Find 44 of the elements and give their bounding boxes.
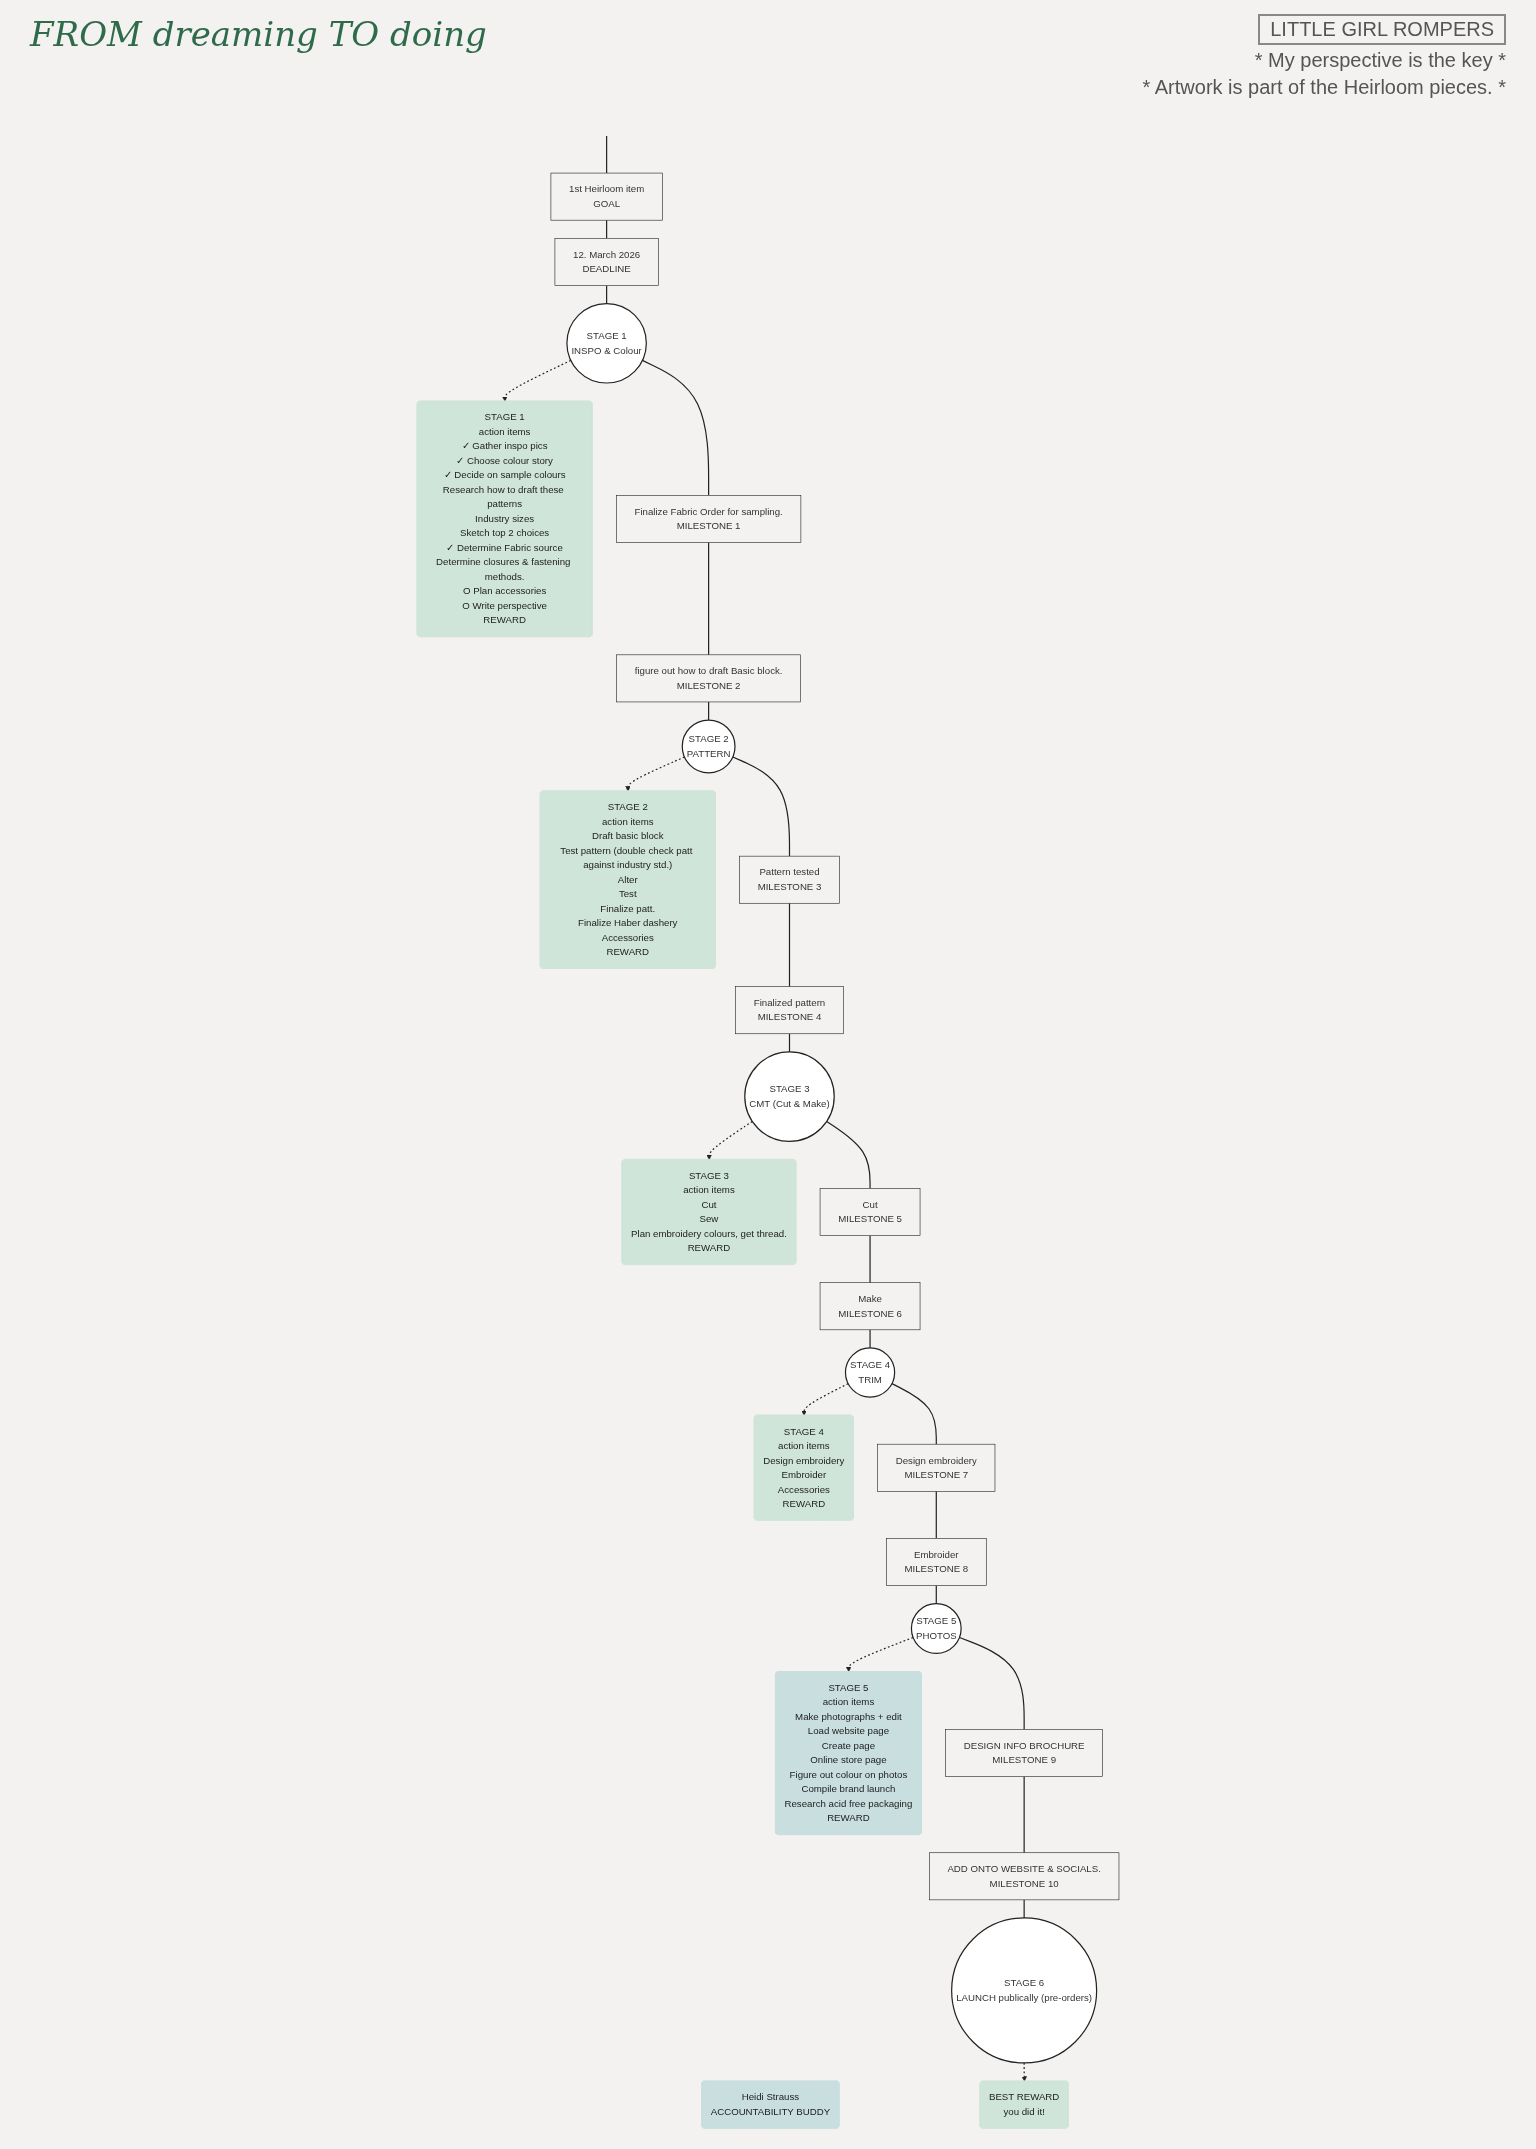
- arrow: [1021, 2062, 1027, 2082]
- node-circle: STAGE 2 PATTERN: [681, 719, 736, 774]
- connector: [606, 135, 608, 174]
- node-circle: STAGE 3 CMT (Cut & Make): [744, 1051, 835, 1142]
- node-circle: STAGE 5 PHOTOS: [910, 1603, 962, 1654]
- node-box: Pattern tested MILESTONE 3: [739, 855, 840, 904]
- node-box: DESIGN INFO BROCHURE MILESTONE 9: [945, 1729, 1103, 1777]
- connector: [869, 1329, 871, 1349]
- node-box: Cut MILESTONE 5: [819, 1188, 921, 1236]
- node-box: Finalize Fabric Order for sampling. MILESTONE 1: [616, 495, 802, 543]
- connector: [891, 1383, 937, 1445]
- note: * Artwork is part of the Heirloom pieces. *: [1142, 76, 1506, 99]
- arrow: [502, 359, 572, 402]
- connector: [708, 701, 710, 721]
- connector: [788, 902, 791, 988]
- node-box: Design embroidery MILESTONE 7: [877, 1443, 996, 1492]
- node-box: 12. March 2026 DEADLINE: [554, 238, 659, 286]
- arrow: [706, 1120, 753, 1160]
- node-box: ADD ONTO WEBSITE & SOCIALS. MILESTONE 10: [929, 1852, 1120, 1901]
- note: * My perspective is the key *: [1254, 49, 1506, 72]
- node-box: figure out how to draft Basic block. MILESTONE 2: [616, 654, 801, 703]
- connector: [935, 1490, 937, 1540]
- connector: [826, 1120, 871, 1190]
- connector: [1023, 1776, 1025, 1854]
- connector: [606, 284, 608, 305]
- project-title: LITTLE GIRL ROMPERS: [1258, 14, 1506, 45]
- node-box: Finalized pattern MILESTONE 4: [735, 986, 844, 1035]
- connector: [958, 1636, 1025, 1731]
- node-box: 1st Heirloom item GOAL: [550, 172, 663, 221]
- connector: [641, 359, 710, 496]
- node-circle: STAGE 4 TRIM: [844, 1347, 896, 1398]
- node-circle: STAGE 1 INSPO & Colour: [566, 302, 647, 384]
- connector: [869, 1234, 871, 1284]
- node-box: Embroider MILESTONE 8: [886, 1538, 987, 1586]
- arrow: [625, 756, 686, 792]
- connector: [788, 1033, 791, 1053]
- node-box: Make MILESTONE 6: [819, 1282, 921, 1331]
- connector: [708, 541, 710, 656]
- node-circle: STAGE 6 LAUNCH publically (pre-orders): [951, 1917, 1098, 2064]
- title: FROM dreaming TO doing: [30, 14, 487, 54]
- connector: [1023, 1899, 1025, 1919]
- connector: [606, 219, 608, 239]
- connector: [935, 1584, 937, 1605]
- connector: [732, 756, 791, 857]
